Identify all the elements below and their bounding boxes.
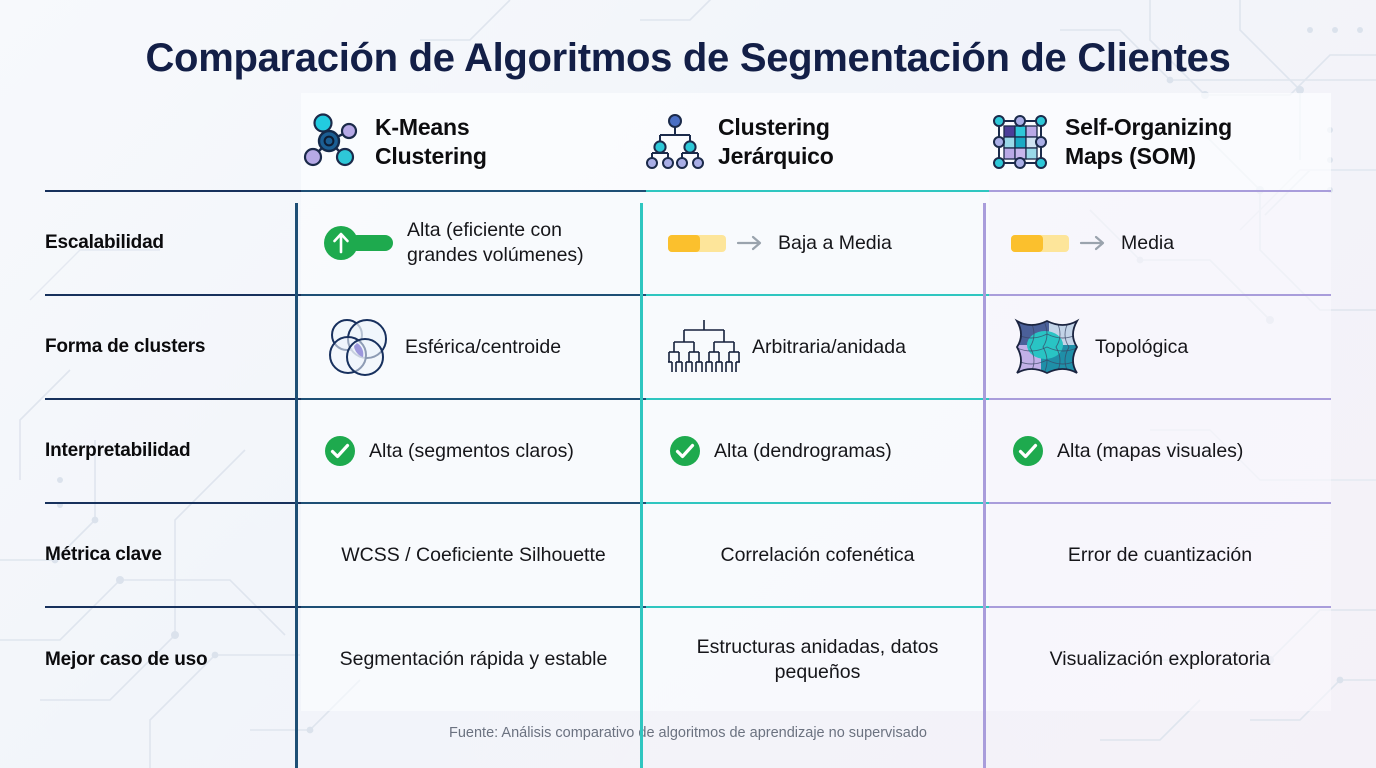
cell-text: Esférica/centroide: [405, 335, 562, 358]
cell-mejor-caso-som: Visualización exploratoria: [989, 608, 1331, 711]
cell-text: Baja a Media: [778, 231, 892, 254]
cell-text: Alta (dendrogramas): [714, 439, 892, 462]
column-divider-kmeans: [295, 203, 298, 768]
cell-text: Error de cuantización: [1067, 543, 1253, 566]
rule-after-row-2: [45, 398, 1331, 400]
column-divider-hierarchical: [640, 203, 643, 768]
column-header-som: Self-Organizing Maps (SOM): [989, 93, 1331, 190]
header-corner-cell: [45, 93, 301, 190]
cell-metrica-kmeans: WCSS / Coeficiente Silhouette: [301, 504, 646, 606]
cell-escalabilidad-som: Media: [989, 192, 1331, 294]
cell-text: Alta (mapas visuales): [1057, 439, 1244, 462]
cell-text: Visualización exploratoria: [1049, 648, 1271, 671]
cell-metrica-hierarchical: Correlación cofenética: [646, 504, 989, 606]
green-up-arrow-bar-icon: [324, 226, 393, 260]
overlapping-circles-icon: [329, 319, 387, 376]
rule-after-header: [45, 190, 1331, 192]
page-title: Comparación de Algoritmos de Segmentació…: [145, 36, 1231, 80]
network-nodes-icon: [303, 112, 358, 166]
right-arrow-icon: [1079, 235, 1105, 251]
row-label: Métrica clave: [45, 544, 162, 565]
cell-forma-hierarchical: Arbitraria/anidada: [646, 296, 989, 398]
comparison-table: K-Means Clustering: [45, 93, 1331, 711]
table-row: Escalabilidad Alta (eficiente con grande…: [45, 192, 1331, 294]
cell-interpretabilidad-kmeans: Alta (segmentos claros): [301, 400, 646, 502]
green-check-icon: [670, 436, 700, 466]
row-label: Mejor caso de uso: [45, 648, 208, 670]
row-label: Escalabilidad: [45, 232, 164, 253]
cell-forma-som: Topológica: [989, 296, 1331, 398]
cell-interpretabilidad-som: Alta (mapas visuales): [989, 400, 1331, 502]
table-row: Interpretabilidad Alta (segmentos claros…: [45, 400, 1331, 502]
cell-escalabilidad-kmeans: Alta (eficiente con grandes volúmenes): [301, 192, 646, 294]
tree-hierarchy-icon: [646, 113, 704, 169]
cell-mejor-caso-hierarchical: Estructuras anidadas, datos pequeños: [646, 608, 989, 711]
cell-text: Topológica: [1095, 335, 1189, 358]
column-header-kmeans: K-Means Clustering: [301, 93, 646, 190]
cell-text: Estructuras anidadas, datos pequeños: [696, 635, 939, 683]
cell-mejor-caso-kmeans: Segmentación rápida y estable: [301, 608, 646, 711]
amber-progress-bar-icon: [668, 234, 726, 252]
cell-metrica-som: Error de cuantización: [989, 504, 1331, 606]
table-row: Métrica clave WCSS / Coeficiente Silhoue…: [45, 504, 1331, 606]
cell-forma-kmeans: Esférica/centroide: [301, 296, 646, 398]
column-divider-som: [983, 203, 986, 768]
cell-text: Segmentación rápida y estable: [339, 648, 608, 671]
cell-text: WCSS / Coeficiente Silhouette: [341, 543, 606, 566]
row-label: Interpretabilidad: [45, 440, 191, 461]
cell-escalabilidad-hierarchical: Baja a Media: [646, 192, 989, 294]
column-header-som-label: Self-Organizing Maps (SOM): [1065, 114, 1232, 169]
green-check-icon: [325, 436, 355, 466]
source-note: Fuente: Análisis comparativo de algoritm…: [449, 725, 927, 741]
table-header-row: K-Means Clustering: [45, 93, 1331, 190]
cell-text: Media: [1121, 231, 1175, 254]
table-row: Mejor caso de uso Segmentación rápida y …: [45, 608, 1331, 711]
table-row: Forma de clusters Esférica/centroide: [45, 296, 1331, 398]
cell-text: Alta (eficiente con grandes volúmenes): [407, 219, 584, 266]
right-arrow-icon: [736, 235, 762, 251]
dendrogram-icon: [668, 320, 740, 372]
warped-mesh-icon: [1014, 318, 1080, 375]
column-header-kmeans-label: K-Means Clustering: [375, 114, 487, 169]
row-label: Forma de clusters: [45, 336, 206, 357]
green-check-icon: [1013, 436, 1043, 466]
cell-text: Alta (segmentos claros): [369, 439, 574, 462]
column-header-hierarchical-label: Clustering Jerárquico: [718, 114, 834, 169]
column-header-hierarchical: Clustering Jerárquico: [646, 93, 989, 190]
grid-map-icon: [993, 114, 1047, 169]
cell-text: Arbitraria/anidada: [752, 335, 906, 358]
cell-interpretabilidad-hierarchical: Alta (dendrogramas): [646, 400, 989, 502]
amber-progress-bar-icon: [1011, 234, 1069, 252]
cell-text: Correlación cofenética: [720, 543, 915, 566]
